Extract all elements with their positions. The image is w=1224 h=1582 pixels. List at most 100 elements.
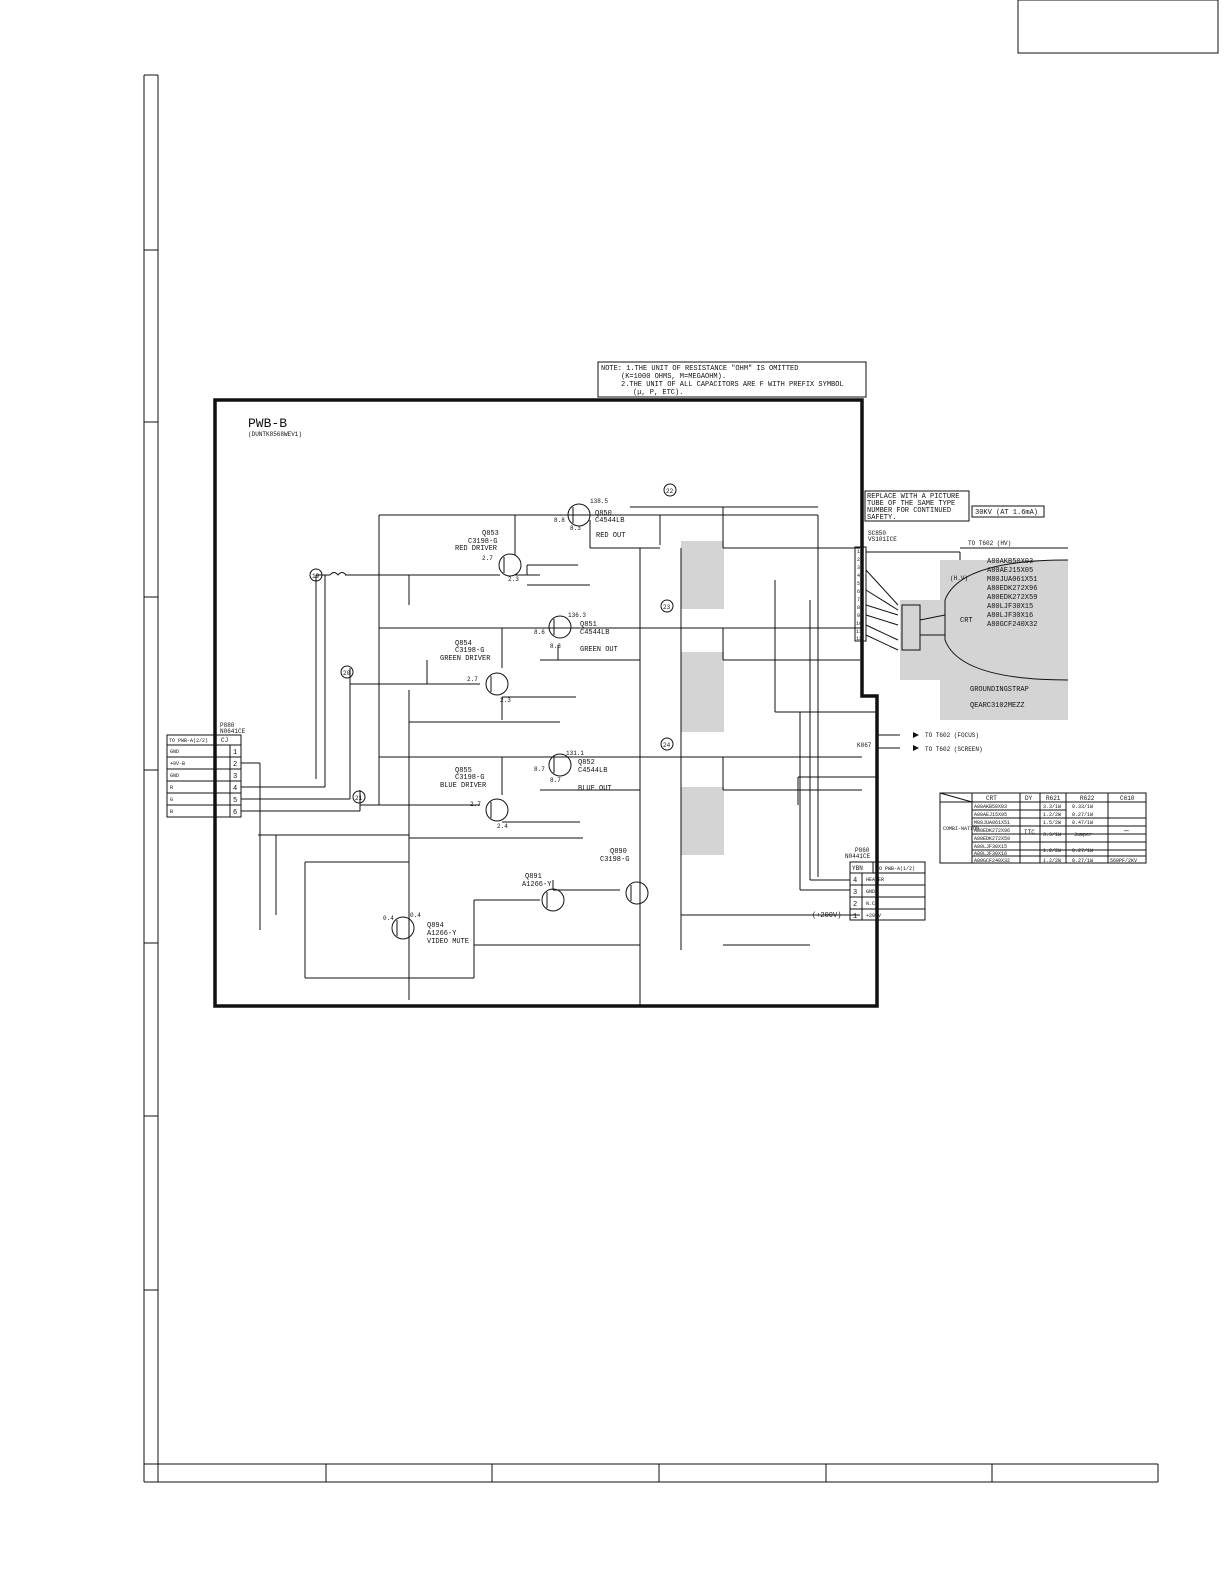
svg-text:1: 1 bbox=[857, 549, 860, 555]
svg-text:Jumper: Jumper bbox=[1074, 832, 1092, 838]
svg-text:TUBE OF THE SAME TYPE: TUBE OF THE SAME TYPE bbox=[867, 500, 955, 508]
q891-part: A1266-Y bbox=[522, 881, 552, 889]
transistor-labels: Q850 C4544LB Q851 C4544LB Q852 C4544LB Q… bbox=[427, 510, 629, 946]
svg-text:5: 5 bbox=[857, 581, 860, 587]
table-group: COMBI-NATION bbox=[943, 826, 979, 832]
q853-part: C3198-G bbox=[468, 538, 497, 546]
svg-text:6: 6 bbox=[857, 589, 860, 595]
test-point-20: 20 bbox=[340, 665, 354, 679]
svg-text:G: G bbox=[170, 797, 173, 803]
svg-text:10: 10 bbox=[856, 621, 862, 627]
q851-ref: Q851 bbox=[580, 621, 597, 629]
board-title: PWB-B bbox=[248, 416, 287, 431]
svg-text:GND: GND bbox=[866, 889, 875, 895]
socket-part: VS101ICE bbox=[868, 536, 897, 543]
q855-ref: Q855 bbox=[455, 767, 472, 775]
svg-text:2: 2 bbox=[853, 901, 857, 909]
shade-r861-r862 bbox=[681, 652, 724, 732]
q890-part: C3198-G bbox=[600, 856, 629, 864]
left-connector-title: TO PWB-A(2/2) bbox=[169, 738, 208, 744]
q891-ref: Q891 bbox=[525, 873, 542, 881]
svg-text:1: 1 bbox=[853, 913, 857, 921]
q855-part: C3198-G bbox=[455, 774, 484, 782]
svg-text:8.8: 8.8 bbox=[554, 517, 565, 524]
svg-text:A80AKB50X03: A80AKB50X03 bbox=[974, 804, 1007, 810]
crt-hv-label: TO T602 (HV) bbox=[968, 540, 1011, 547]
svg-text:A80LJF30X15: A80LJF30X15 bbox=[987, 603, 1033, 611]
svg-text:A80EDK272X96: A80EDK272X96 bbox=[974, 828, 1010, 834]
svg-text:138.5: 138.5 bbox=[590, 498, 608, 505]
crt-combination-table: CRT DY R621 R622 C610 COMBI-NATION ITC A… bbox=[939, 792, 1147, 864]
grounding-part: QEARC3102MEZZ bbox=[970, 702, 1025, 710]
svg-text:SAFETY.: SAFETY. bbox=[867, 514, 896, 522]
test-point-19: 19 bbox=[309, 568, 323, 582]
svg-text:8: 8 bbox=[857, 605, 860, 611]
left-connector-code: CJ bbox=[221, 737, 228, 744]
right-connector-ref: P860 bbox=[855, 847, 870, 854]
svg-text:24: 24 bbox=[663, 742, 671, 749]
svg-text:—: — bbox=[1123, 827, 1129, 836]
q850-ref: Q850 bbox=[595, 510, 612, 518]
page-corner-box bbox=[1017, 0, 1219, 54]
shade-crt-neck bbox=[940, 560, 1068, 720]
svg-text:8.7: 8.7 bbox=[550, 777, 561, 784]
screen-output: TO T602 (SCREEN) bbox=[925, 746, 983, 753]
bottom-ruler bbox=[144, 1463, 1159, 1483]
svg-text:20: 20 bbox=[343, 670, 351, 677]
test-point-23: 23 bbox=[660, 599, 674, 613]
svg-text:A80AEJ15X05: A80AEJ15X05 bbox=[974, 812, 1007, 818]
q853-ref: Q853 bbox=[482, 530, 499, 538]
svg-text:REPLACE WITH A PICTURE: REPLACE WITH A PICTURE bbox=[867, 493, 959, 501]
svg-text:2.7: 2.7 bbox=[470, 801, 481, 808]
output-labels: TO T602 (FOCUS) TO T602 (SCREEN) K867 (+… bbox=[812, 732, 983, 920]
svg-text:6: 6 bbox=[233, 809, 237, 817]
right-connector-code: YBN bbox=[852, 865, 863, 872]
svg-text:0.47/1W: 0.47/1W bbox=[1072, 820, 1093, 826]
svg-text:11: 11 bbox=[856, 629, 862, 635]
svg-text:A80AKB50X03: A80AKB50X03 bbox=[987, 558, 1033, 566]
svg-text:A80EDK272X96: A80EDK272X96 bbox=[987, 585, 1037, 593]
crt-hv-tag: (H.V) bbox=[950, 575, 968, 582]
svg-text:4: 4 bbox=[853, 877, 857, 885]
svg-text:NUMBER FOR CONTINUED: NUMBER FOR CONTINUED bbox=[867, 507, 951, 515]
svg-text:3.3/1W: 3.3/1W bbox=[1043, 832, 1061, 838]
table-dy: ITC bbox=[1024, 829, 1035, 836]
svg-text:B: B bbox=[170, 809, 173, 815]
left-ruler-ticks bbox=[144, 249, 158, 1291]
q894-part: A1266-Y bbox=[427, 930, 457, 938]
svg-text:23: 23 bbox=[663, 604, 671, 611]
svg-text:8.3: 8.3 bbox=[550, 643, 561, 650]
green-out-label: GREEN OUT bbox=[580, 646, 618, 654]
red-out-label: RED OUT bbox=[596, 532, 625, 540]
blue-out-label: BLUE OUT bbox=[578, 785, 612, 793]
note-line-4: (μ, P, ETC). bbox=[633, 389, 683, 397]
svg-text:12: 12 bbox=[856, 636, 862, 642]
svg-text:M80JUA061X51: M80JUA061X51 bbox=[987, 576, 1037, 584]
svg-text:5: 5 bbox=[233, 797, 237, 805]
svg-text:9: 9 bbox=[857, 613, 860, 619]
svg-text:R621: R621 bbox=[1046, 795, 1061, 802]
grounding-strap: GROUNDINGSTRAP bbox=[970, 686, 1029, 694]
svg-text:560PF/2KV: 560PF/2KV bbox=[1110, 858, 1137, 864]
svg-text:CRT: CRT bbox=[986, 795, 997, 802]
svg-text:R622: R622 bbox=[1080, 795, 1095, 802]
svg-text:+9V-B: +9V-B bbox=[170, 761, 185, 767]
svg-text:0.27/1W: 0.27/1W bbox=[1072, 858, 1093, 864]
svg-text:0.27/1W: 0.27/1W bbox=[1072, 812, 1093, 818]
svg-text:2.3: 2.3 bbox=[508, 576, 519, 583]
q894-role: VIDEO MUTE bbox=[427, 938, 469, 946]
svg-text:A80LJF30X15: A80LJF30X15 bbox=[974, 844, 1007, 850]
svg-text:2.7: 2.7 bbox=[467, 676, 478, 683]
q854-role: GREEN DRIVER bbox=[440, 655, 491, 663]
svg-text:2: 2 bbox=[233, 761, 237, 769]
svg-text:7: 7 bbox=[857, 597, 860, 603]
left-connector-part: N0641CE bbox=[220, 728, 246, 735]
q853-role: RED DRIVER bbox=[455, 545, 498, 553]
svg-text:M80JUA061X51: M80JUA061X51 bbox=[974, 820, 1010, 826]
svg-text:4: 4 bbox=[233, 785, 237, 793]
note-line-2: (K=1000 OHMS, M=MEGAOHM). bbox=[621, 373, 726, 381]
q851-part: C4544LB bbox=[580, 629, 609, 637]
voltage-labels: 138.5 136.3 131.1 8.8 8.3 8.6 8.3 8.7 8.… bbox=[383, 498, 608, 922]
right-connector-part: N0441CE bbox=[845, 853, 871, 860]
